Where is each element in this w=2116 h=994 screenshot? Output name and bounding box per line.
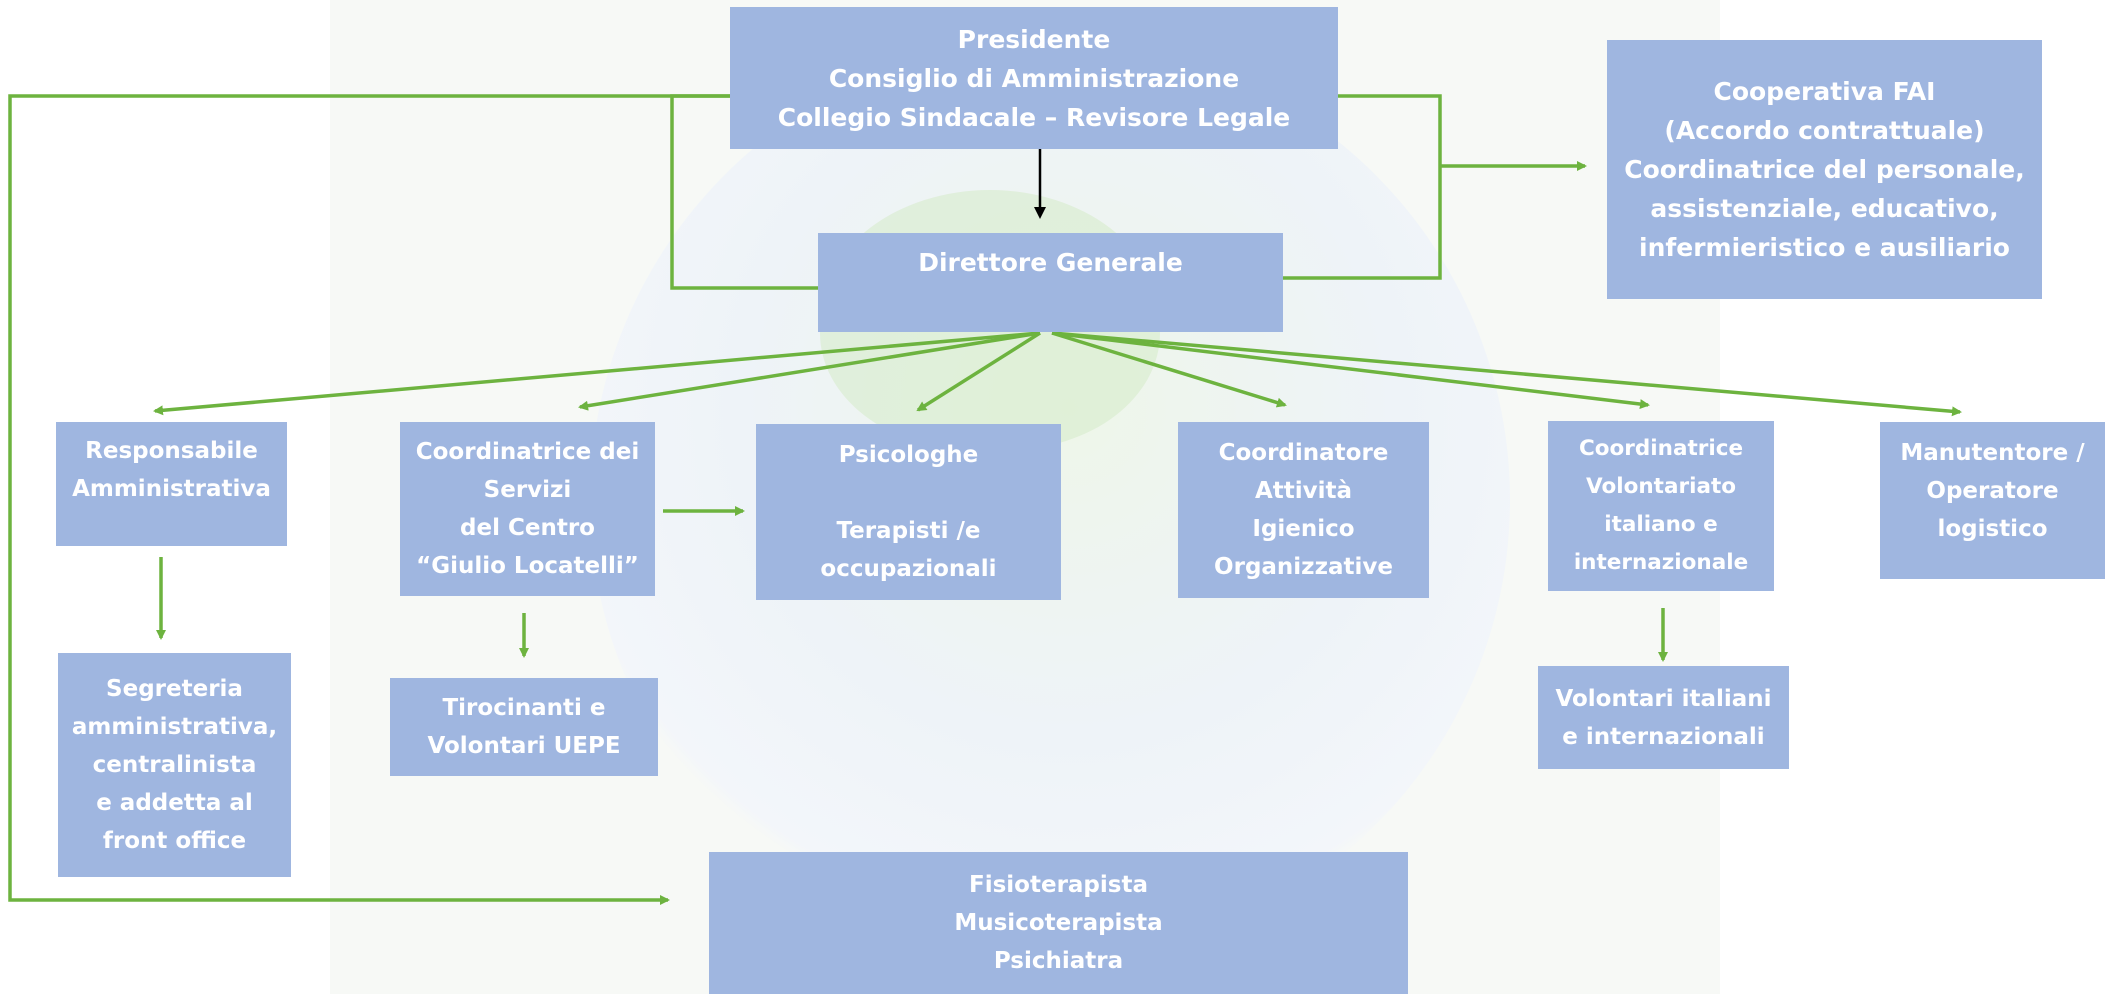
node-trainees: Tirocinanti e Volontari UEPE [390,678,658,776]
node-psychologists: Psicologhe Terapisti /e occupazionali [756,424,1061,600]
node-board: Presidente Consiglio di Amministrazione … [730,7,1338,149]
node-admin-secretariat-label: Segreteria amministrativa, centralinista… [71,676,278,854]
node-therapists: Fisioterapista Musicoterapista Psichiatr… [709,852,1408,994]
node-cooperative-label: Cooperativa FAI (Accordo contrattuale) C… [1624,77,2025,262]
node-volunteers-label: Volontari italiani e internazionali [1555,685,1772,750]
arrow-director-to-psychologists [916,331,1041,412]
connector-director-cooperative [1283,94,1442,280]
node-therapists-label: Fisioterapista Musicoterapista Psichiatr… [954,872,1163,974]
node-board-label: Presidente Consiglio di Amministrazione … [777,24,1291,132]
node-services-coordinator: Coordinatrice dei Servizi del Centro “Gi… [400,422,655,596]
node-volunteer-coordinator-label: Coordinatrice Volontariato italiano e in… [1573,436,1749,575]
arrow-director-to-maintenance [1051,331,1962,417]
node-cooperative: Cooperativa FAI (Accordo contrattuale) C… [1607,40,2042,299]
arrow-director-to-hygiene-coordinator [1051,331,1287,408]
arrow-board-to-therapists [8,94,730,905]
node-director: Direttore Generale [818,233,1283,332]
node-admin-manager-label: Responsabile Amministrativa [72,438,271,502]
arrow-director-to-volunteer-coordinator [1051,331,1650,410]
node-trainees-label: Tirocinanti e Volontari UEPE [427,695,621,759]
node-volunteer-coordinator: Coordinatrice Volontariato italiano e in… [1548,421,1774,591]
node-services-coordinator-label: Coordinatrice dei Servizi del Centro “Gi… [415,439,640,579]
node-hygiene-coordinator: Coordinatore Attività Igienico Organizza… [1178,422,1429,598]
node-admin-secretariat: Segreteria amministrativa, centralinista… [58,653,291,877]
node-hygiene-coordinator-label: Coordinatore Attività Igienico Organizza… [1214,440,1393,580]
node-psychologists-label: Psicologhe Terapisti /e occupazionali [820,442,997,582]
node-volunteers: Volontari italiani e internazionali [1538,666,1789,769]
arrow-director-to-admin-manager [153,331,1041,416]
node-maintenance-label: Manutentore / Operatore logistico [1900,440,2085,542]
node-admin-manager: Responsabile Amministrativa [56,422,287,546]
node-director-label: Direttore Generale [918,248,1183,277]
arrow-director-to-services-coordinator [578,331,1041,411]
node-maintenance: Manutentore / Operatore logistico [1880,422,2105,579]
